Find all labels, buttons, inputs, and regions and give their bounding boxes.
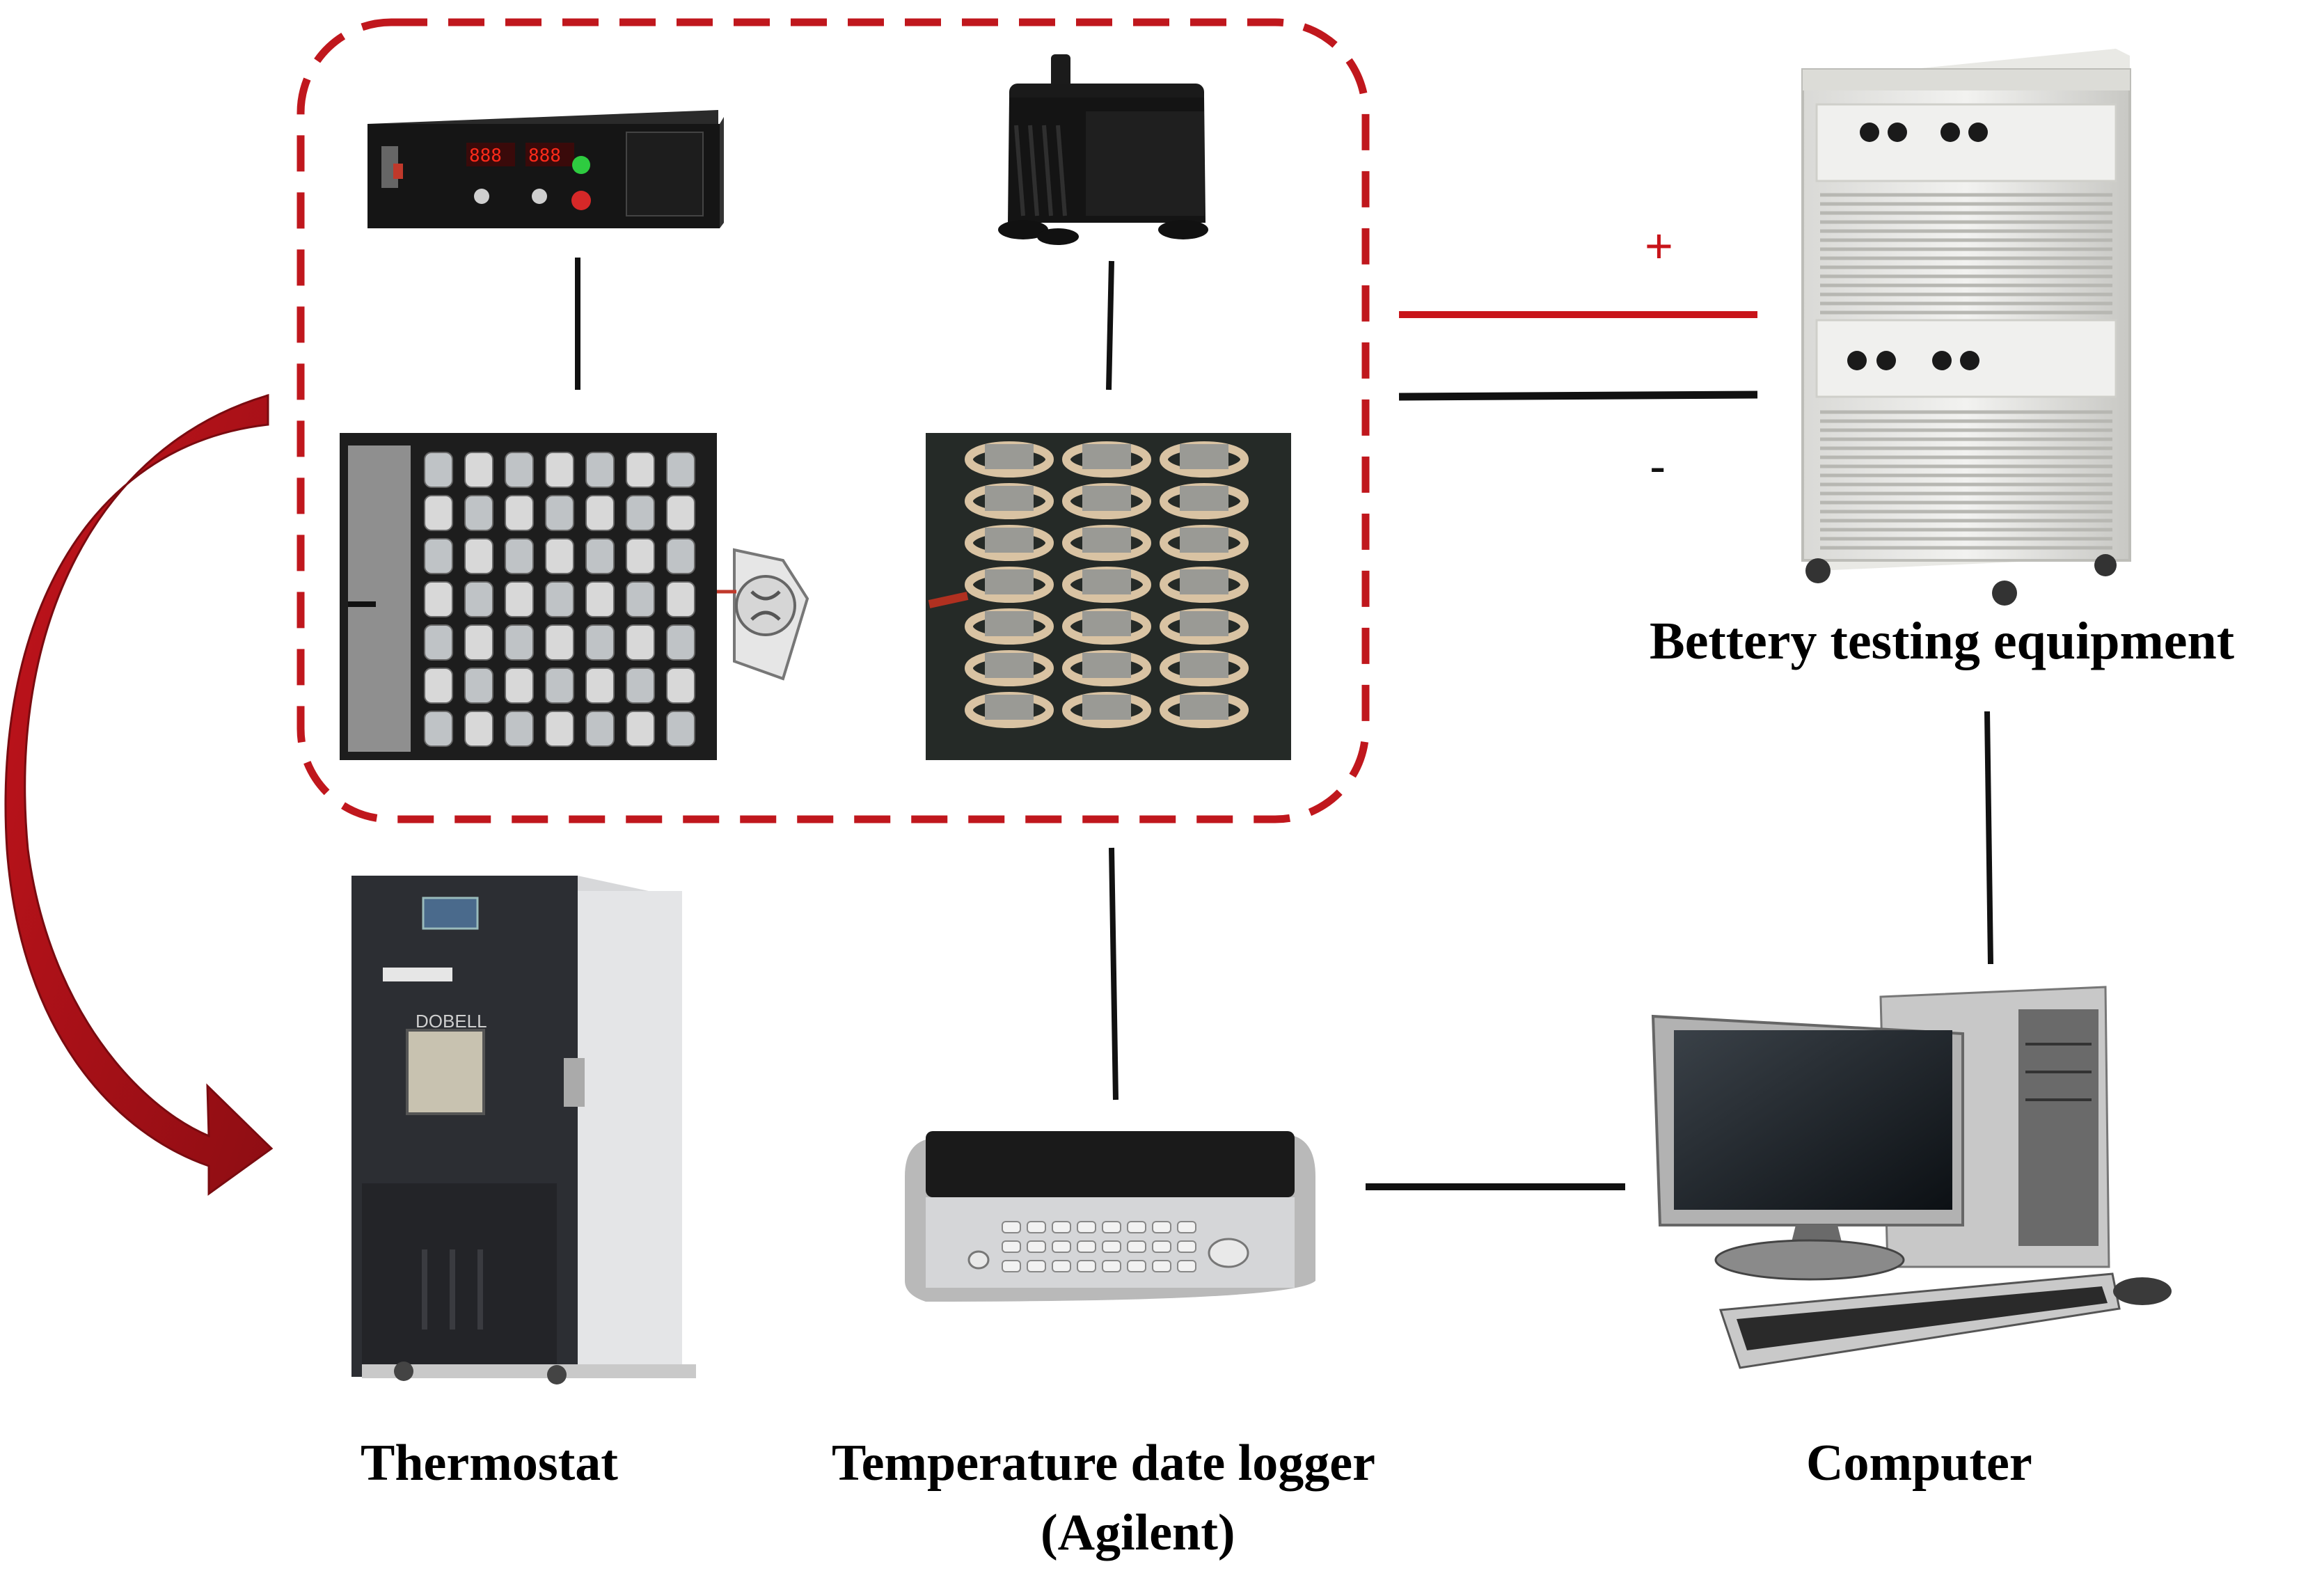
liquid-cooled-battery-module bbox=[926, 433, 1291, 760]
cabinet-vents bbox=[1820, 193, 2112, 550]
svg-text:888: 888 bbox=[528, 145, 561, 166]
air-cooled-battery-module bbox=[340, 433, 809, 760]
computer-label: Computer bbox=[1806, 1435, 2032, 1492]
cooling-fan bbox=[733, 548, 809, 681]
water-pump bbox=[998, 54, 1208, 245]
data-logger-label-line2: (Agilent) bbox=[1041, 1504, 1235, 1561]
thermostat-label: Thermostat bbox=[361, 1435, 618, 1492]
cabinet-to-computer-line bbox=[1984, 711, 1993, 965]
liquid-cell-grid bbox=[965, 441, 1249, 728]
thermostat-chamber bbox=[351, 876, 696, 1384]
data-logger-label-line1: Temperature date logger bbox=[832, 1435, 1375, 1492]
battery-testing-label: Bettery testing equipment bbox=[1650, 612, 2235, 670]
negative-wire bbox=[1398, 390, 1758, 401]
negative-sign: - bbox=[1650, 439, 1666, 494]
box-to-logger-line bbox=[1109, 847, 1118, 1100]
pump-to-liquid-module-line bbox=[1106, 260, 1114, 390]
temperature-data-logger bbox=[905, 1131, 1315, 1302]
desktop-computer bbox=[1651, 986, 2172, 1369]
battery-testing-cabinet bbox=[1801, 49, 2131, 606]
svg-text:888: 888 bbox=[469, 145, 502, 166]
chamber-brand-label: DOBELL bbox=[416, 1011, 487, 1032]
air-cell-grid bbox=[424, 452, 695, 747]
logger-keypad bbox=[1002, 1221, 1196, 1272]
positive-sign: + bbox=[1645, 219, 1673, 273]
dc-power-supply: 888 888 bbox=[367, 110, 724, 228]
transfer-arrow bbox=[4, 393, 274, 1196]
battery-module-boundary bbox=[297, 18, 1370, 823]
